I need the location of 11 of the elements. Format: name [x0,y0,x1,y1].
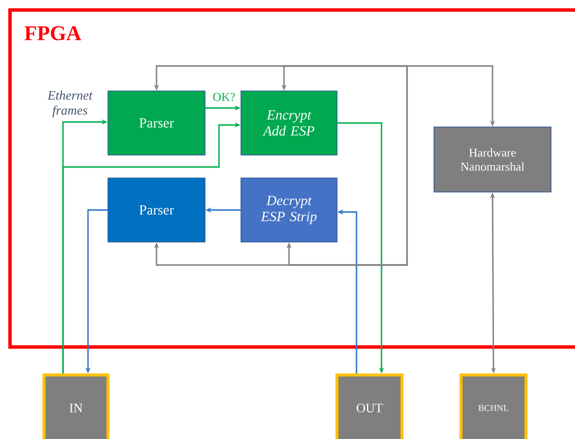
annotation: Ethernet frames [47,90,93,118]
edge-label: OK? [213,92,235,102]
port-box: OUT [336,374,404,439]
process-box: Parser [108,178,206,242]
process-box: Parser [108,90,206,156]
process-box: Encrypt Add ESP [240,90,338,156]
port-box: BCHNL [460,374,528,439]
process-box: Decrypt ESP Strip [240,178,338,242]
port-box: IN [42,374,110,439]
process-box: Hardware Nanomarshal [434,126,552,192]
arrow [286,66,408,266]
